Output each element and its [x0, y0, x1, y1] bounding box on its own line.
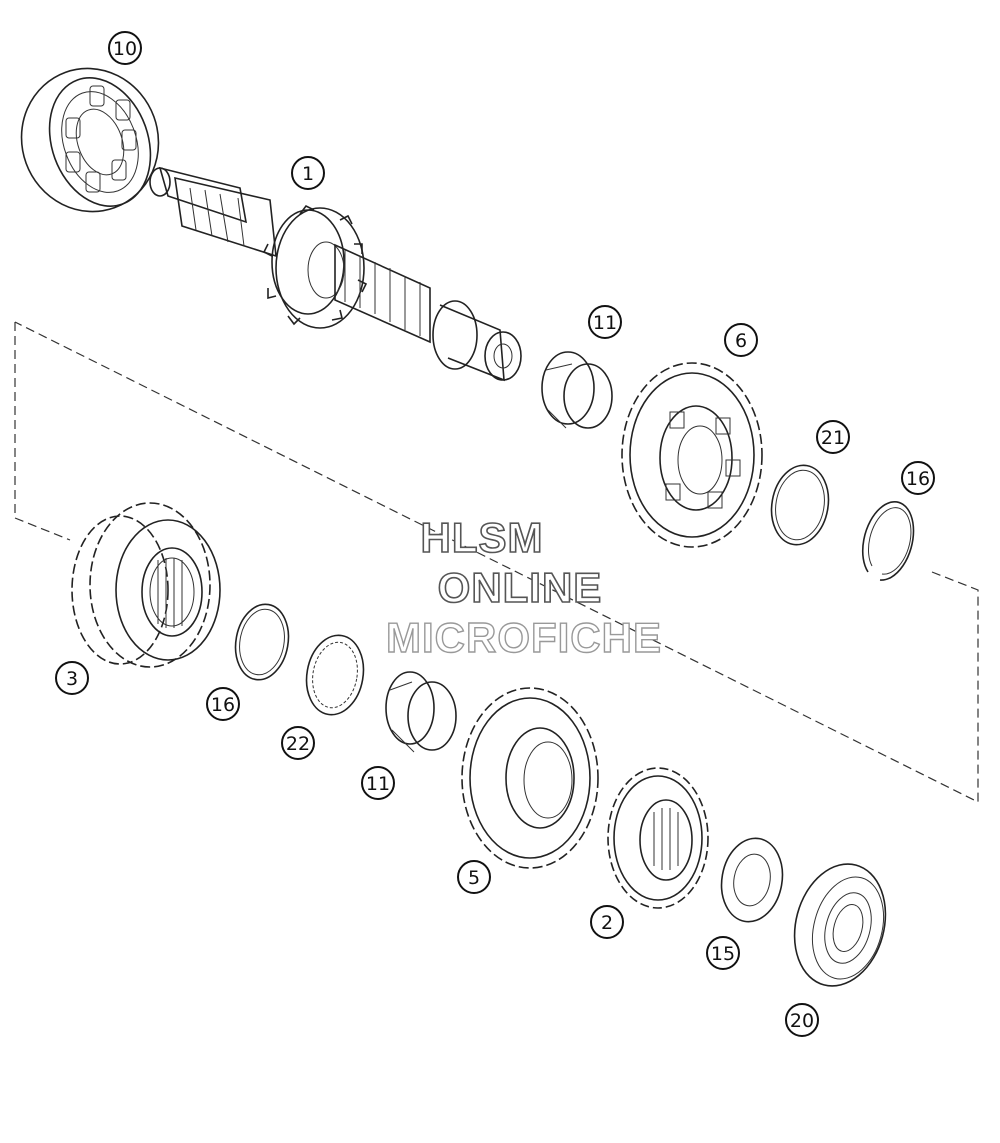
callout-number: 16 — [906, 468, 930, 490]
callout-1[interactable]: 1 — [291, 156, 325, 190]
bushing-part-11-upper[interactable] — [541, 351, 613, 429]
callout-11[interactable]: 11 — [588, 305, 622, 339]
double-gear-part-3[interactable] — [71, 502, 221, 668]
callout-16[interactable]: 16 — [901, 461, 935, 495]
callout-circle — [724, 323, 758, 357]
callout-circle — [108, 31, 142, 65]
callout-circle — [206, 687, 240, 721]
gear-part-5[interactable] — [461, 687, 599, 869]
callout-circle — [901, 461, 935, 495]
dashed-assembly-line — [14, 321, 979, 803]
callout-circle — [816, 420, 850, 454]
washer-part-21[interactable] — [765, 461, 834, 550]
callout-number: 6 — [735, 330, 747, 352]
bearing-part-20[interactable] — [781, 854, 898, 997]
callout-number: 10 — [113, 38, 137, 60]
watermark-line-3: MICROFICHE — [385, 613, 662, 661]
bearing-part-10[interactable] — [1, 49, 178, 231]
callout-3[interactable]: 3 — [55, 661, 89, 695]
callout-11[interactable]: 11 — [361, 766, 395, 800]
callout-number: 11 — [366, 773, 390, 795]
callout-number: 3 — [66, 668, 78, 690]
callout-number: 15 — [711, 943, 735, 965]
callout-10[interactable]: 10 — [108, 31, 142, 65]
callout-number: 16 — [211, 694, 235, 716]
gear-part-6[interactable] — [621, 362, 763, 548]
callout-number: 21 — [821, 427, 845, 449]
watermark-line-2: ONLINE — [437, 563, 603, 612]
callout-number: 5 — [468, 867, 480, 889]
callout-number: 22 — [286, 733, 310, 755]
watermark-line-1: HLSM — [420, 513, 544, 562]
callout-20[interactable]: 20 — [785, 1003, 819, 1037]
callout-5[interactable]: 5 — [457, 860, 491, 894]
callout-22[interactable]: 22 — [281, 726, 315, 760]
callout-21[interactable]: 21 — [816, 420, 850, 454]
callout-circle — [706, 936, 740, 970]
callout-16[interactable]: 16 — [206, 687, 240, 721]
washer-part-15[interactable] — [715, 833, 789, 926]
bushing-part-11-lower[interactable] — [385, 671, 457, 753]
callout-number: 20 — [790, 1010, 814, 1032]
callout-circle — [361, 766, 395, 800]
washer-part-22[interactable] — [300, 631, 369, 720]
circlip-part-16-upper[interactable] — [861, 501, 915, 581]
callout-number: 1 — [302, 163, 314, 185]
callout-number: 11 — [593, 312, 617, 334]
callout-6[interactable]: 6 — [724, 323, 758, 357]
main-shaft-part-1[interactable] — [149, 166, 522, 382]
callout-number: 2 — [601, 912, 613, 934]
callout-circle — [590, 905, 624, 939]
callout-circle — [55, 661, 89, 695]
gear-part-2[interactable] — [607, 767, 709, 909]
callout-15[interactable]: 15 — [706, 936, 740, 970]
callout-2[interactable]: 2 — [590, 905, 624, 939]
callout-circle — [588, 305, 622, 339]
callout-circle — [281, 726, 315, 760]
circlip-part-16-lower[interactable] — [230, 600, 294, 684]
callout-circle — [785, 1003, 819, 1037]
callout-circle — [291, 156, 325, 190]
callout-circle — [457, 860, 491, 894]
